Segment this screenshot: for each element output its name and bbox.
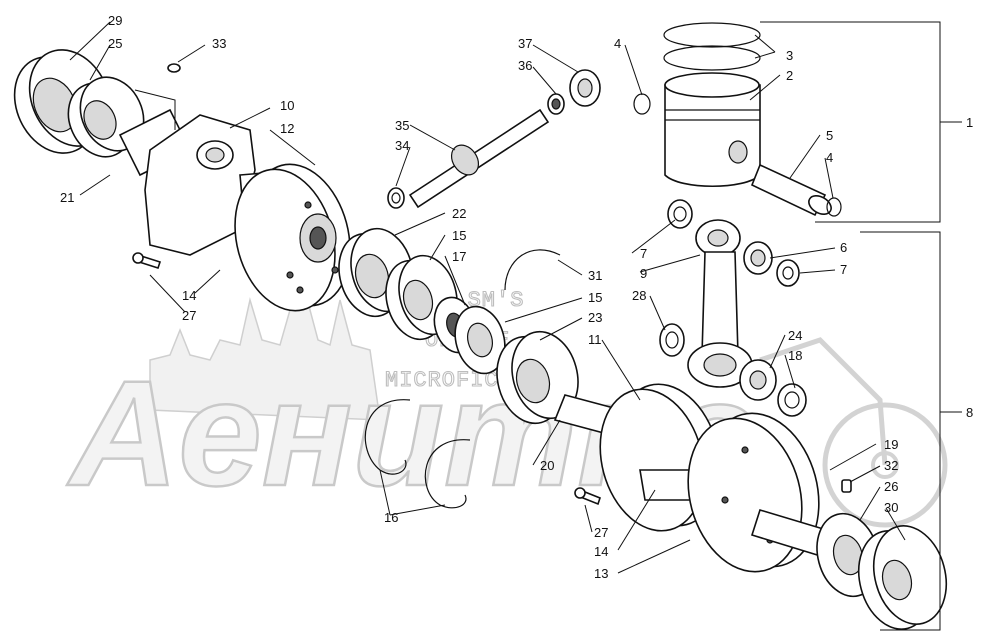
callout-18[interactable]: 18 <box>788 348 802 363</box>
callout-17[interactable]: 17 <box>452 249 466 264</box>
callout-25[interactable]: 25 <box>108 36 122 51</box>
callout-26[interactable]: 26 <box>884 479 898 494</box>
screw-27-left[interactable] <box>132 252 162 270</box>
watermark-bike-wheel <box>759 337 948 528</box>
washer-7-right[interactable] <box>776 259 800 287</box>
bracket-assembly-1 <box>760 21 962 223</box>
crankshaft-left-half[interactable] <box>118 108 365 322</box>
snap-ring-31[interactable] <box>504 249 561 291</box>
washer-7-top[interactable] <box>667 199 693 229</box>
callout-13[interactable]: 13 <box>594 566 608 581</box>
callout-7-top[interactable]: 7 <box>640 246 647 261</box>
callout-7-right[interactable]: 7 <box>840 262 847 277</box>
retaining-rings-16[interactable] <box>364 399 471 509</box>
callout-labels: 29 25 33 10 12 21 14 27 37 36 35 34 22 1… <box>60 13 973 581</box>
callout-10[interactable]: 10 <box>280 98 294 113</box>
callout-3[interactable]: 3 <box>786 48 793 63</box>
screw-27-right[interactable] <box>574 487 601 506</box>
callout-31[interactable]: 31 <box>588 268 602 283</box>
oil-seal-30[interactable] <box>848 518 956 638</box>
callout-11[interactable]: 11 <box>588 332 602 347</box>
callout-2[interactable]: 2 <box>786 68 793 83</box>
piston-rings-3[interactable] <box>663 22 761 71</box>
bearing-23[interactable] <box>488 324 588 431</box>
callout-14-left[interactable]: 14 <box>182 288 196 303</box>
callout-19[interactable]: 19 <box>884 437 898 452</box>
callout-15-upper[interactable]: 15 <box>452 228 466 243</box>
needle-bearing-24[interactable] <box>739 359 777 401</box>
washer-28[interactable] <box>659 323 685 357</box>
washer-34[interactable] <box>387 187 405 209</box>
callout-4-right[interactable]: 4 <box>826 150 833 165</box>
callout-16[interactable]: 16 <box>384 510 398 525</box>
callout-6[interactable]: 6 <box>840 240 847 255</box>
callout-33[interactable]: 33 <box>212 36 226 51</box>
callout-8[interactable]: 8 <box>966 405 973 420</box>
leader-lines <box>69 21 906 574</box>
callout-23[interactable]: 23 <box>588 310 602 325</box>
seal-ring-15-upper[interactable] <box>378 249 466 346</box>
callout-37[interactable]: 37 <box>518 36 532 51</box>
callout-12[interactable]: 12 <box>280 121 294 136</box>
connecting-rod-9[interactable] <box>687 219 753 388</box>
callout-9[interactable]: 9 <box>640 266 647 281</box>
callout-29[interactable]: 29 <box>108 13 122 28</box>
watermark-skyline <box>149 259 381 421</box>
callout-4-left[interactable]: 4 <box>614 36 621 51</box>
bearing-25[interactable] <box>57 67 155 167</box>
piston-pin-5[interactable] <box>750 163 834 218</box>
woodruff-key-33[interactable] <box>167 63 181 73</box>
piston-2[interactable] <box>664 72 761 187</box>
shaft-35[interactable] <box>408 108 550 209</box>
callout-32[interactable]: 32 <box>884 458 898 473</box>
seal-ring-15-lower[interactable] <box>448 301 512 379</box>
callout-15-lower[interactable]: 15 <box>588 290 602 305</box>
bearing-37[interactable] <box>569 69 601 107</box>
callout-36[interactable]: 36 <box>518 58 532 73</box>
washer-18[interactable] <box>777 383 807 417</box>
callout-14-right[interactable]: 14 <box>594 544 608 559</box>
callout-21[interactable]: 21 <box>60 190 74 205</box>
callout-1[interactable]: 1 <box>966 115 973 130</box>
callout-28[interactable]: 28 <box>632 288 646 303</box>
callout-27-right[interactable]: 27 <box>594 525 608 540</box>
needle-bearing-6[interactable] <box>743 241 773 275</box>
callout-35[interactable]: 35 <box>395 118 409 133</box>
bracket-assembly-8 <box>860 231 962 631</box>
callout-24[interactable]: 24 <box>788 328 802 343</box>
circlip-4-right[interactable] <box>826 197 842 217</box>
washer-36[interactable] <box>547 93 565 115</box>
woodruff-key-32[interactable] <box>841 479 852 493</box>
callout-20[interactable]: 20 <box>540 458 554 473</box>
callout-30[interactable]: 30 <box>884 500 898 515</box>
circlip-4-left[interactable] <box>633 93 651 115</box>
callout-22[interactable]: 22 <box>452 206 466 221</box>
callout-27-left[interactable]: 27 <box>182 308 196 323</box>
callout-5[interactable]: 5 <box>826 128 833 143</box>
callout-34[interactable]: 34 <box>395 138 409 153</box>
